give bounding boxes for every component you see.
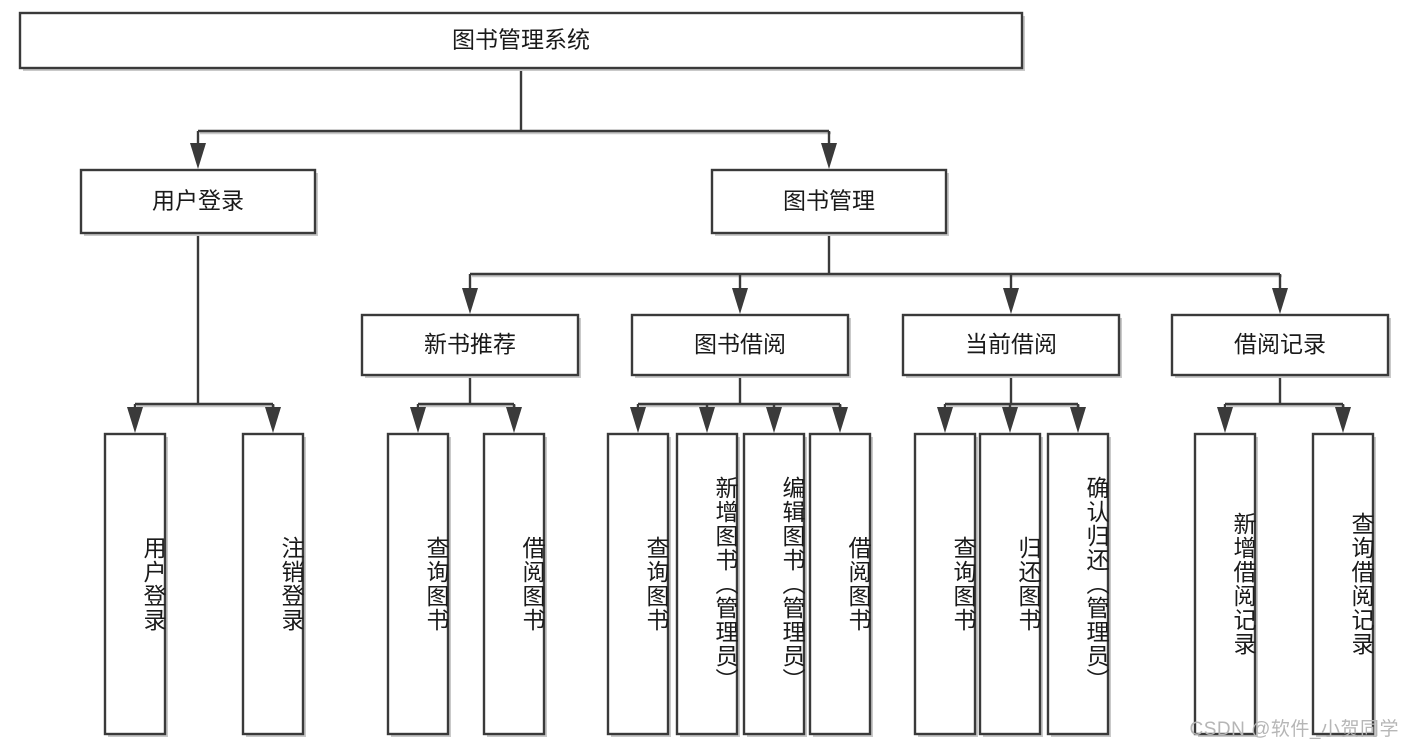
node-label: 借阅记录: [1234, 331, 1326, 357]
node-leaf-confirm-return-admin[interactable]: [1046, 432, 1111, 737]
node-label: 图书借阅: [694, 331, 786, 357]
node-leaf-query-book-2[interactable]: [606, 432, 671, 737]
connector-root-to-l1: [190, 68, 837, 169]
node-leaf-query-borrow-record[interactable]: [1311, 432, 1376, 737]
node-leaf-edit-book-admin[interactable]: [742, 432, 807, 737]
node-label: 图书管理系统: [452, 27, 590, 53]
node-root[interactable]: 图书管理系统: [18, 11, 1025, 71]
node-user-login[interactable]: 用户登录: [79, 168, 318, 236]
node-leaf-borrow-book-2[interactable]: [808, 432, 873, 737]
connector-book-manage-to-l2: [462, 233, 1288, 314]
node-borrow-record[interactable]: 借阅记录: [1170, 313, 1391, 378]
connector-recommend-to-leaves: [410, 375, 522, 433]
csdn-watermark: CSDN @软件_小贺同学: [1189, 719, 1399, 740]
connector-current-to-leaves: [937, 375, 1086, 433]
connector-edges-layer: [127, 68, 1351, 433]
node-leaf-query-book-3[interactable]: [913, 432, 978, 737]
node-leaf-user-login[interactable]: [103, 432, 168, 737]
node-leaf-add-borrow-record[interactable]: [1193, 432, 1258, 737]
node-label: 新书推荐: [424, 331, 516, 357]
node-label: 用户登录: [152, 188, 244, 214]
node-book-borrow[interactable]: 图书借阅: [630, 313, 851, 378]
connector-record-to-leaves: [1217, 375, 1351, 433]
node-leaf-return-book[interactable]: [978, 432, 1043, 737]
node-leaf-query-book-1[interactable]: [386, 432, 451, 737]
node-current-borrow[interactable]: 当前借阅: [901, 313, 1122, 378]
connector-user-login-to-leaves: [127, 233, 281, 433]
node-leaf-add-book-admin[interactable]: [675, 432, 740, 737]
node-book-manage[interactable]: 图书管理: [710, 168, 949, 236]
node-label: 当前借阅: [965, 331, 1057, 357]
connector-borrow-to-leaves: [630, 375, 848, 433]
node-new-book-recommend[interactable]: 新书推荐: [360, 313, 581, 378]
node-leaf-borrow-book-1[interactable]: [482, 432, 547, 737]
node-leaf-user-logout[interactable]: [241, 432, 306, 737]
node-label: 图书管理: [783, 188, 875, 214]
